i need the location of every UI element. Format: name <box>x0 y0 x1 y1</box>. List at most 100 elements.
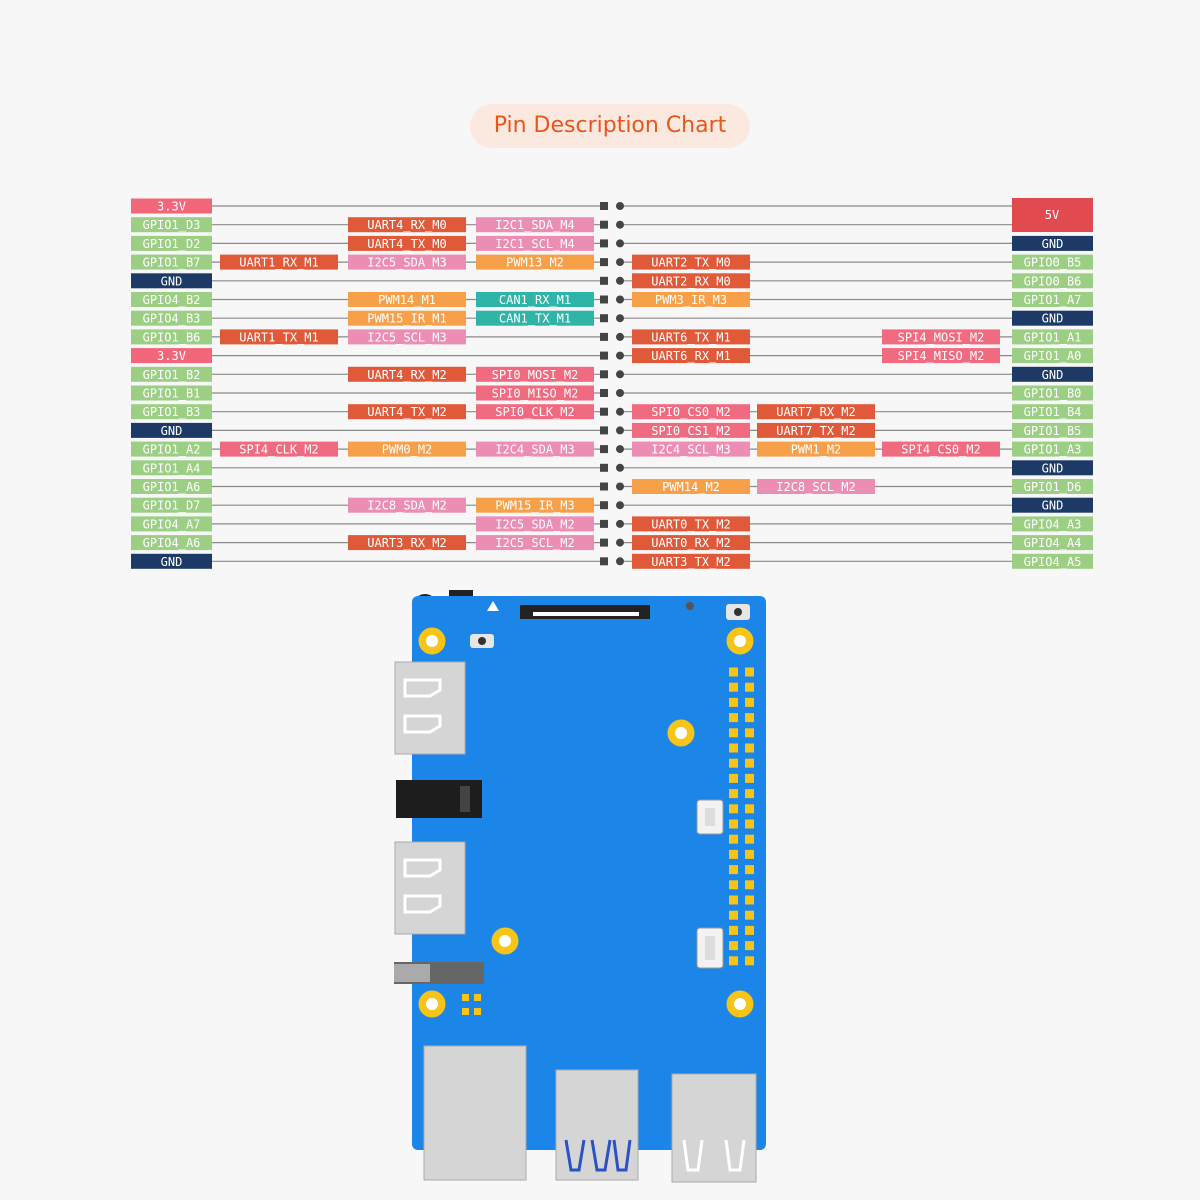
reset-button <box>726 604 750 620</box>
header-pin <box>729 941 738 951</box>
header-pin-left <box>600 463 608 472</box>
pin-label-right: GPIO4_A3 <box>1012 516 1093 532</box>
pin-label-right-text: GPIO4_A3 <box>1024 517 1082 531</box>
func-label-i2c: I2C8_SCL_M2 <box>757 479 875 494</box>
ethernet-port <box>423 1045 527 1181</box>
pin-label-right-text: GPIO4_A5 <box>1024 555 1082 569</box>
func-label-i2c-bg <box>476 535 594 551</box>
pin-label-right-bg <box>1012 553 1093 569</box>
func-label-pwm-bg <box>348 292 466 307</box>
func-label-spi: SPI0_MISO_M2 <box>476 385 594 401</box>
header-pin-left <box>600 370 608 379</box>
pin-label-right-text: GPIO1_B5 <box>1024 424 1082 438</box>
func-label-pwm-bg <box>632 479 750 494</box>
func-label-i2c: I2C5_SDA_M3 <box>348 254 466 270</box>
pin-label-left: GPIO4_A6 <box>131 535 212 551</box>
pin-label-right: GPIO1_A0 <box>1012 348 1093 364</box>
func-label-spi-text: SPI4_MISO_M2 <box>898 349 985 363</box>
status-leds <box>462 994 481 1015</box>
pcb-body <box>412 596 766 1150</box>
header-pin <box>729 849 738 859</box>
func-label-spi: SPI0_CS1_M2 <box>632 422 750 438</box>
header-pin <box>745 697 754 707</box>
pin-label-left-text: GPIO1_A2 <box>143 443 201 457</box>
pin-label-right-text: GPIO0_B6 <box>1024 274 1082 288</box>
pin-label-left-bg <box>131 404 212 420</box>
func-label-uart-text: UART7_TX_M2 <box>776 424 855 438</box>
func-label-i2c-text: I2C1_SCL_M4 <box>495 237 574 251</box>
pin-label-left-text: GPIO1_A6 <box>143 480 201 494</box>
func-label-i2c-bg <box>757 479 875 494</box>
button-contact <box>455 608 459 614</box>
pin-label-right-bg <box>1012 535 1093 551</box>
func-label-uart-text: UART4_TX_M2 <box>367 405 446 419</box>
func-label-i2c-text: I2C1_SDA_M4 <box>495 218 574 232</box>
func-label-uart-text: UART4_RX_M0 <box>367 218 446 232</box>
func-label-spi-bg <box>476 404 594 420</box>
func-label-can-text: CAN1_TX_M1 <box>499 312 571 326</box>
func-label-pwm-text: PWM1_M2 <box>791 443 842 457</box>
pin-label-right-text: GND <box>1042 237 1064 251</box>
header-pin <box>729 773 738 783</box>
func-label-can: CAN1_RX_M1 <box>476 292 594 307</box>
func-label-i2c-text: I2C4_SDA_M3 <box>495 443 574 457</box>
pin-label-left-bg <box>131 535 212 551</box>
header-pin <box>729 758 738 768</box>
func-label-spi-bg <box>882 329 1000 345</box>
pin-label-left: GPIO1_A4 <box>131 460 212 476</box>
pin-label-left: GPIO1_A2 <box>131 441 212 457</box>
func-label-uart-text: UART6_TX_M1 <box>651 330 730 344</box>
pin-label-right-text: GPIO1_B0 <box>1024 387 1082 401</box>
header-pin <box>745 880 754 890</box>
header-pin-left <box>600 538 608 547</box>
pin-label-right: GND <box>1012 460 1093 476</box>
pin-label-left: GPIO4_B3 <box>131 310 212 326</box>
pin-label-5v-text: 5V <box>1045 208 1059 222</box>
header-pin-right <box>616 314 624 323</box>
func-label-can-bg <box>476 292 594 307</box>
pin-label-left-bg <box>131 310 212 326</box>
header-pin <box>745 834 754 844</box>
func-label-can-text: CAN1_RX_M1 <box>499 293 571 307</box>
func-label-uart-bg <box>632 348 750 364</box>
header-pin-left <box>600 389 608 397</box>
func-label-i2c: I2C8_SDA_M2 <box>348 497 466 513</box>
header-pin <box>745 789 754 799</box>
func-label-i2c-bg <box>348 329 466 345</box>
func-label-uart-text: UART4_TX_M0 <box>367 237 446 251</box>
pin-label-left-text: GND <box>161 555 183 569</box>
pin-label-right-text: GND <box>1042 312 1064 326</box>
pin-label-right-bg <box>1012 235 1093 251</box>
func-label-spi: SPI4_CLK_M2 <box>220 441 338 457</box>
header-pin <box>729 667 738 677</box>
pin-label-left-bg <box>131 422 212 438</box>
header-pin-right <box>616 351 624 360</box>
pin-label-right: GPIO1_A3 <box>1012 441 1093 457</box>
pin-label-left-bg <box>131 198 212 214</box>
header-pin <box>745 895 754 905</box>
header-pin <box>729 697 738 707</box>
func-label-spi-text: SPI4_MOSI_M2 <box>898 330 985 344</box>
func-label-uart-bg <box>632 535 750 551</box>
pin-label-right: GPIO1_A7 <box>1012 292 1093 307</box>
header-pin-right <box>616 501 624 510</box>
header-pin-left <box>600 519 608 528</box>
pin-label-right: GPIO4_A4 <box>1012 535 1093 551</box>
header-pin <box>729 865 738 875</box>
header-pin <box>729 728 738 738</box>
func-label-uart-text: UART4_RX_M2 <box>367 368 446 382</box>
usb3-port <box>555 1069 639 1181</box>
func-label-uart-bg <box>348 217 466 233</box>
pin-label-left: GPIO1_D2 <box>131 235 212 251</box>
pin-label-left: GPIO1_D7 <box>131 497 212 513</box>
pin-label-left: GPIO1_B2 <box>131 366 212 382</box>
func-label-pwm-bg <box>632 292 750 307</box>
func-label-spi-bg <box>632 404 750 420</box>
pin-label-right: GND <box>1012 366 1093 382</box>
pin-label-left-bg <box>131 497 212 513</box>
power-button <box>449 590 473 620</box>
pin-label-right: GND <box>1012 310 1093 326</box>
func-label-pwm: PWM15_IR_M1 <box>348 310 466 326</box>
pin-label-right-text: GPIO4_A4 <box>1024 536 1082 550</box>
